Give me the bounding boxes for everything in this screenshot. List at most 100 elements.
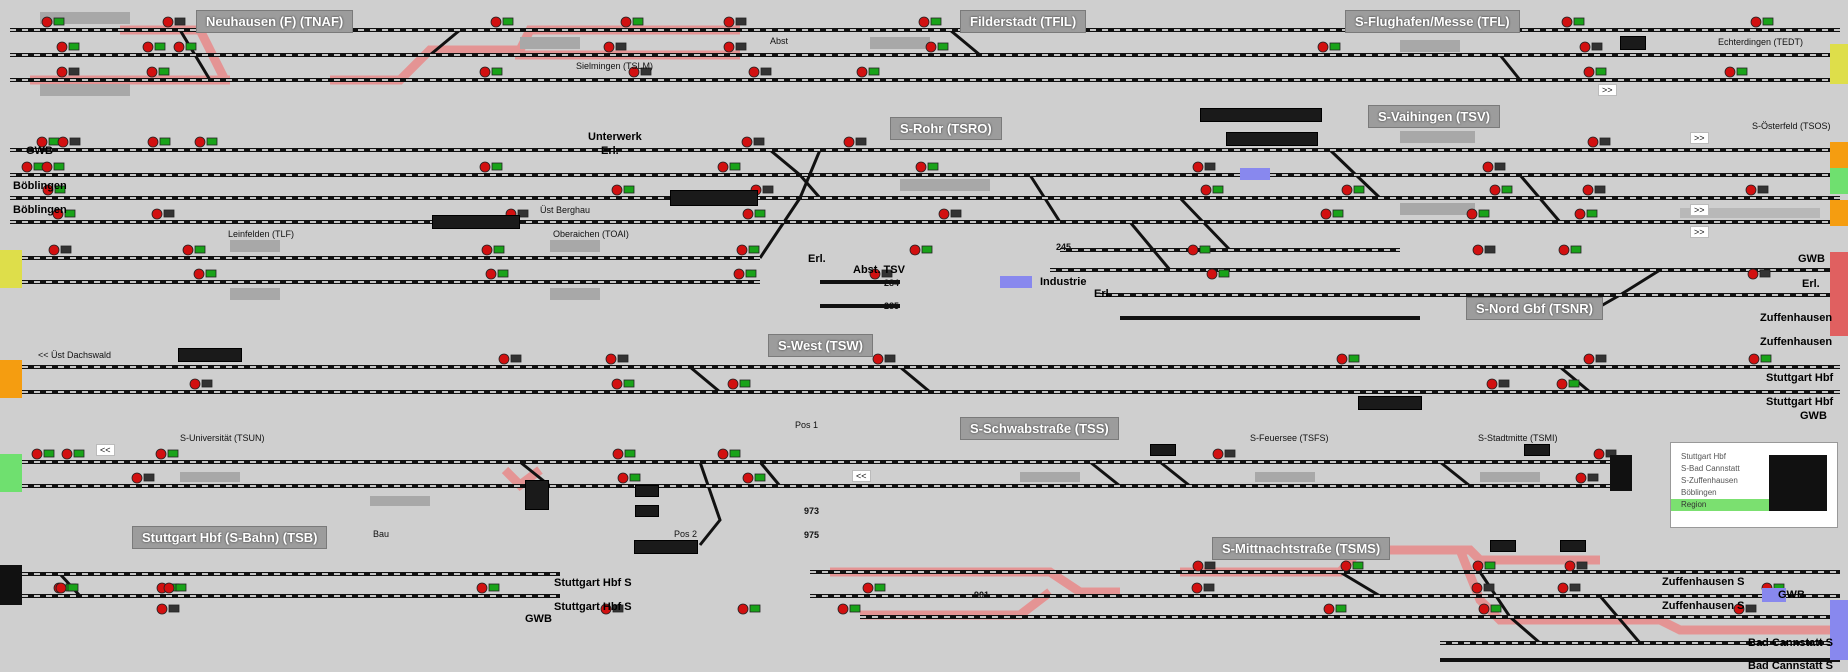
signal-light[interactable] — [736, 244, 748, 256]
signal-light[interactable] — [1724, 66, 1736, 78]
signal-light[interactable] — [193, 268, 205, 280]
signal-light[interactable] — [603, 41, 615, 53]
signal-light[interactable] — [41, 161, 53, 173]
signal-light[interactable] — [1558, 244, 1570, 256]
arrow-right-button[interactable]: >> — [1690, 132, 1709, 144]
signal-light[interactable] — [1187, 244, 1199, 256]
signal-light[interactable] — [1556, 378, 1568, 390]
signal-light[interactable] — [57, 136, 69, 148]
signal-light[interactable] — [131, 472, 143, 484]
signal-light[interactable] — [156, 603, 168, 615]
arrow-right-button[interactable]: >> — [1598, 84, 1617, 96]
signal-light[interactable] — [1472, 244, 1484, 256]
signal-light[interactable] — [56, 66, 68, 78]
signal-light[interactable] — [717, 161, 729, 173]
signal-light[interactable] — [1745, 184, 1757, 196]
signal-light[interactable] — [862, 582, 874, 594]
signal-light[interactable] — [48, 244, 60, 256]
signal-light[interactable] — [741, 136, 753, 148]
signal-light[interactable] — [189, 378, 201, 390]
arrow-right-button[interactable]: >> — [1690, 204, 1709, 216]
signal-light[interactable] — [1191, 582, 1203, 594]
signal-light[interactable] — [1482, 161, 1494, 173]
signal-light[interactable] — [742, 472, 754, 484]
station-tfl[interactable]: S-Flughafen/Messe (TFL) — [1345, 10, 1520, 33]
signal-light[interactable] — [1320, 208, 1332, 220]
signal-light[interactable] — [723, 41, 735, 53]
signal-light[interactable] — [55, 582, 67, 594]
signal-light[interactable] — [918, 16, 930, 28]
signal-light[interactable] — [1341, 184, 1353, 196]
signal-light[interactable] — [162, 16, 174, 28]
station-tsro[interactable]: S-Rohr (TSRO) — [890, 117, 1002, 140]
signal-light[interactable] — [717, 448, 729, 460]
signal-light[interactable] — [723, 16, 735, 28]
signal-light[interactable] — [1486, 378, 1498, 390]
signal-light[interactable] — [498, 353, 510, 365]
signal-light[interactable] — [1583, 66, 1595, 78]
signal-light[interactable] — [1192, 161, 1204, 173]
signal-light[interactable] — [628, 66, 640, 78]
signal-light[interactable] — [869, 268, 881, 280]
signal-light[interactable] — [146, 66, 158, 78]
signal-light[interactable] — [476, 582, 488, 594]
signal-light[interactable] — [147, 136, 159, 148]
signal-light[interactable] — [485, 268, 497, 280]
signal-light[interactable] — [31, 448, 43, 460]
station-tsms[interactable]: S-Mittnachtstraße (TSMS) — [1212, 537, 1391, 560]
signal-light[interactable] — [52, 208, 64, 220]
signal-light[interactable] — [612, 448, 624, 460]
signal-light[interactable] — [733, 268, 745, 280]
signal-light[interactable] — [479, 161, 491, 173]
signal-light[interactable] — [925, 41, 937, 53]
signal-light[interactable] — [490, 16, 502, 28]
signal-light[interactable] — [1564, 560, 1576, 572]
signal-light[interactable] — [1489, 184, 1501, 196]
signal-light[interactable] — [1582, 184, 1594, 196]
signal-light[interactable] — [1557, 582, 1569, 594]
station-tss[interactable]: S-Schwabstraße (TSS) — [960, 417, 1119, 440]
signal-light[interactable] — [1471, 582, 1483, 594]
signal-light[interactable] — [1200, 184, 1212, 196]
signal-light[interactable] — [1733, 603, 1745, 615]
signal-light[interactable] — [843, 136, 855, 148]
signal-light[interactable] — [1323, 603, 1335, 615]
station-tsb[interactable]: Stuttgart Hbf (S-Bahn) (TSB) — [132, 526, 328, 549]
station-tfil[interactable]: Filderstadt (TFIL) — [960, 10, 1087, 33]
signal-light[interactable] — [173, 41, 185, 53]
signal-light[interactable] — [1579, 41, 1591, 53]
signal-light[interactable] — [1206, 268, 1218, 280]
signal-light[interactable] — [61, 448, 73, 460]
signal-light[interactable] — [620, 16, 632, 28]
signal-light[interactable] — [909, 244, 921, 256]
signal-light[interactable] — [1583, 353, 1595, 365]
signal-light[interactable] — [479, 66, 491, 78]
signal-light[interactable] — [1336, 353, 1348, 365]
signal-light[interactable] — [611, 184, 623, 196]
arrow-left-button[interactable]: << — [852, 470, 871, 482]
signal-light[interactable] — [194, 136, 206, 148]
signal-light[interactable] — [727, 378, 739, 390]
signal-light[interactable] — [1317, 41, 1329, 53]
signal-light[interactable] — [1192, 560, 1204, 572]
signal-light[interactable] — [600, 603, 612, 615]
signal-light[interactable] — [1574, 208, 1586, 220]
signal-light[interactable] — [1340, 560, 1352, 572]
signal-light[interactable] — [1750, 16, 1762, 28]
signal-light[interactable] — [56, 41, 68, 53]
signal-light[interactable] — [151, 208, 163, 220]
station-tsw[interactable]: S-West (TSW) — [768, 334, 873, 357]
signal-light[interactable] — [1747, 268, 1759, 280]
signal-light[interactable] — [1478, 603, 1490, 615]
signal-light[interactable] — [611, 378, 623, 390]
signal-light[interactable] — [1587, 136, 1599, 148]
signal-light[interactable] — [142, 41, 154, 53]
signal-light[interactable] — [481, 244, 493, 256]
station-tnaf[interactable]: Neuhausen (F) (TNAF) — [196, 10, 354, 33]
arrow-left-button[interactable]: << — [96, 444, 115, 456]
arrow-right-button[interactable]: >> — [1690, 226, 1709, 238]
signal-light[interactable] — [42, 184, 54, 196]
signal-light[interactable] — [1472, 560, 1484, 572]
signal-light[interactable] — [742, 208, 754, 220]
signal-light[interactable] — [915, 161, 927, 173]
